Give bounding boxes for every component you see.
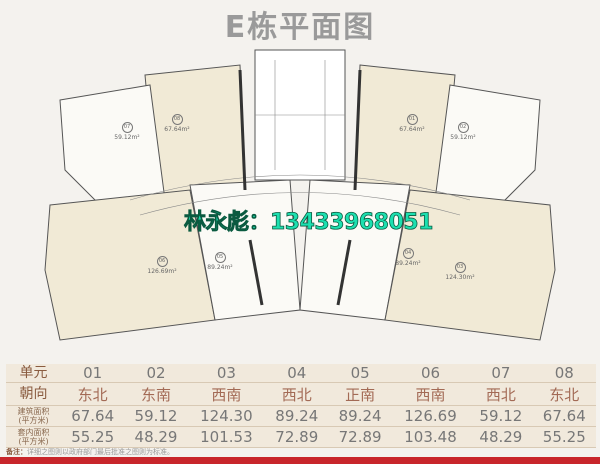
cell: 48.29 [124,426,188,448]
floor-plan [44,49,556,341]
cell: 01 [61,364,125,383]
cell: 89.24 [265,405,329,427]
contact-overlay: 林永彪：13433968051 [184,210,434,236]
cell: 西南 [187,382,266,406]
cell: 东南 [124,382,188,406]
inner-area-label: 套内面积(平方米) [6,426,61,448]
cell: 103.48 [391,426,470,448]
unit-03-shape [384,189,556,341]
cell: 124.30 [187,405,266,427]
orientation-label: 朝向 [6,382,61,406]
cell: 03 [187,364,266,383]
cell: 89.24 [328,405,392,427]
footer-bar [0,457,600,464]
build-area-label: 建筑面积(平方米) [6,405,61,427]
cell: 126.69 [391,405,470,427]
unit-07-shape [59,84,166,206]
cell: 55.25 [61,426,125,448]
cell: 72.89 [328,426,392,448]
cell: 67.64 [532,405,596,427]
cell: 48.29 [469,426,533,448]
cell: 西北 [265,382,329,406]
cell: 正南 [328,382,392,406]
cell: 59.12 [124,405,188,427]
page-title: E栋平面图 [224,10,376,45]
cell: 101.53 [187,426,266,448]
cell: 55.25 [532,426,596,448]
cell: 59.12 [469,405,533,427]
cell: 东北 [61,382,125,406]
cell: 08 [532,364,596,383]
cell: 06 [391,364,470,383]
header-label: 单元 [6,364,61,383]
cell: 07 [469,364,533,383]
unit-02-shape [434,84,541,206]
footnote: 备注：详细之图则以政府部门最后批准之图则为标准。 [6,448,174,456]
cell: 04 [265,364,329,383]
table-row-orientation: 朝向 东北东南西南西北正南西南西北东北 [6,382,596,406]
cell: 67.64 [61,405,125,427]
cell: 05 [328,364,392,383]
cell: 02 [124,364,188,383]
cell: 西北 [469,382,533,406]
unit-06-shape [44,189,216,341]
cell: 东北 [532,382,596,406]
cell: 西南 [391,382,470,406]
cell: 72.89 [265,426,329,448]
